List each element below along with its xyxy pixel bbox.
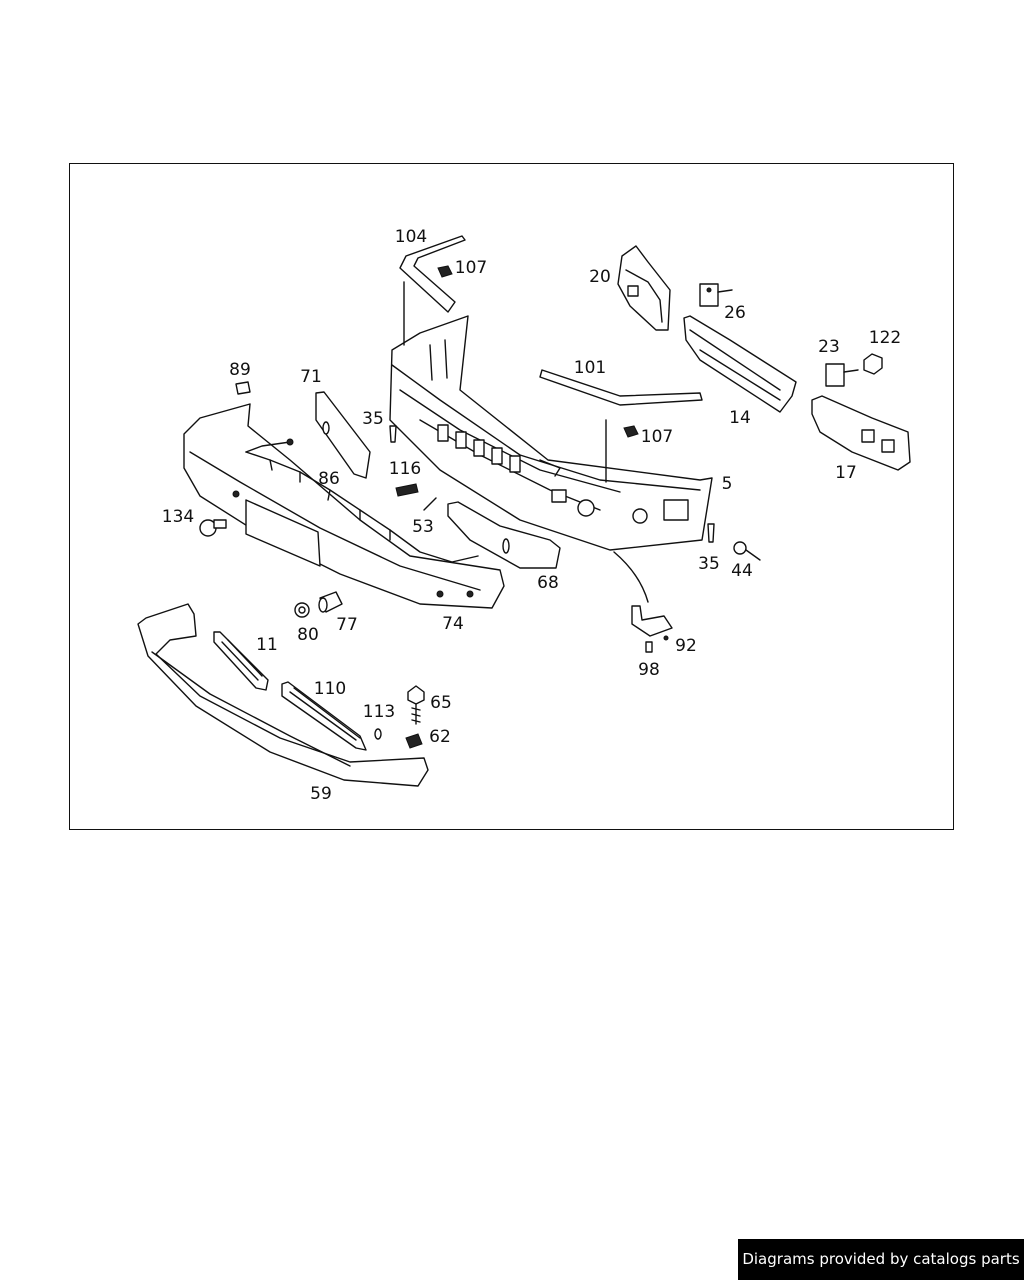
label-107-upper: 107 (455, 258, 487, 278)
part-134-bolt[interactable] (199, 519, 227, 537)
label-107-lower: 107 (641, 427, 673, 447)
part-98-screw[interactable] (645, 641, 653, 653)
label-104: 104 (395, 227, 427, 247)
part-113-washer[interactable] (374, 728, 382, 740)
part-59-lower-spoiler[interactable] (137, 603, 429, 787)
part-77-bushing[interactable] (318, 591, 343, 613)
arrow-92 (613, 551, 649, 603)
part-107-clip-lower[interactable] (623, 425, 639, 438)
part-14-absorber[interactable] (683, 315, 797, 413)
label-89: 89 (229, 360, 251, 380)
part-116-bracket[interactable] (395, 483, 419, 497)
diagram-frame (69, 163, 954, 830)
label-116: 116 (389, 459, 421, 479)
part-89-clip[interactable] (235, 381, 251, 395)
label-101: 101 (574, 358, 606, 378)
label-74: 74 (442, 614, 464, 634)
label-122: 122 (869, 328, 901, 348)
label-80: 80 (297, 625, 319, 645)
label-110: 110 (314, 679, 346, 699)
part-74-bumper-cover[interactable] (183, 403, 505, 609)
label-86: 86 (318, 469, 340, 489)
label-62: 62 (429, 727, 451, 747)
label-65: 65 (430, 693, 452, 713)
part-11-grille[interactable] (213, 631, 269, 691)
label-20: 20 (589, 267, 611, 287)
part-35-bolt-right[interactable] (707, 523, 715, 543)
part-23-mount[interactable] (825, 363, 859, 387)
part-53-pin[interactable] (423, 497, 437, 511)
part-104-trim-strip[interactable] (399, 235, 466, 313)
part-92-bracket[interactable] (631, 605, 673, 641)
part-110-grille[interactable] (281, 681, 367, 751)
label-44: 44 (731, 561, 753, 581)
label-68: 68 (537, 573, 559, 593)
watermark-banner: Diagrams provided by catalogs parts (738, 1239, 1024, 1280)
label-113: 113 (363, 702, 395, 722)
label-17: 17 (835, 463, 857, 483)
part-71-side-piece[interactable] (315, 391, 371, 479)
part-44-plug[interactable] (733, 541, 761, 561)
part-26-mount[interactable] (699, 283, 733, 307)
part-labels: 104 107 20 26 122 23 101 89 71 35 14 107… (162, 227, 901, 804)
part-5-bumper-carrier[interactable] (389, 315, 713, 551)
label-23: 23 (818, 337, 840, 357)
part-86-wiring-harness[interactable] (245, 438, 479, 563)
label-59: 59 (310, 784, 332, 804)
part-80-nut[interactable] (294, 602, 310, 618)
label-53: 53 (412, 517, 434, 537)
label-14: 14 (729, 408, 751, 428)
label-71: 71 (300, 367, 322, 387)
label-26: 26 (724, 303, 746, 323)
label-11: 11 (256, 635, 278, 655)
part-101-trim-strip[interactable] (539, 369, 703, 406)
label-77: 77 (336, 615, 358, 635)
label-92: 92 (675, 636, 697, 656)
part-20-bracket[interactable] (617, 245, 671, 331)
part-68-reinforcement[interactable] (447, 501, 561, 569)
label-98: 98 (638, 660, 660, 680)
part-17-absorber[interactable] (811, 395, 911, 471)
part-122-nut[interactable] (863, 353, 883, 375)
part-62-nut[interactable] (405, 733, 423, 749)
part-107-clip-upper[interactable] (437, 265, 453, 278)
label-35-left: 35 (362, 409, 384, 429)
part-35-bolt-left[interactable] (389, 425, 397, 443)
label-134: 134 (162, 507, 194, 527)
label-35-right: 35 (698, 554, 720, 574)
part-65-screw[interactable] (407, 685, 425, 725)
label-5: 5 (722, 474, 733, 494)
